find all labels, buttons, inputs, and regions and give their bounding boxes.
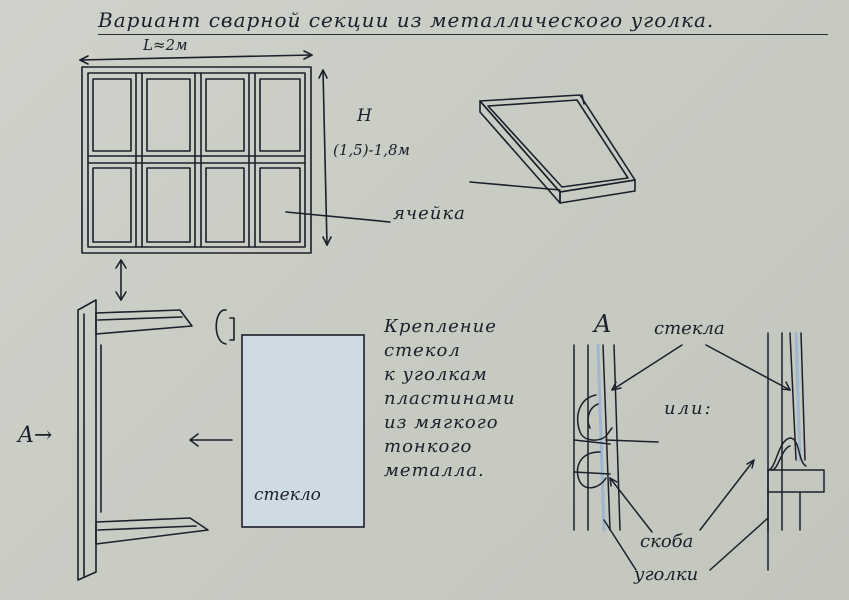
length-label: L≈2м bbox=[143, 36, 188, 54]
or-label: или: bbox=[664, 398, 713, 419]
glass-pane bbox=[241, 334, 365, 528]
glasses-label: стекла bbox=[654, 318, 725, 339]
glass-label: стекло bbox=[254, 485, 321, 505]
angles-leader-left bbox=[603, 519, 637, 571]
detail-a-clip-right bbox=[767, 331, 825, 571]
glass-leader-right bbox=[705, 344, 791, 391]
bracket-leader-right bbox=[699, 459, 755, 531]
height-dimension-line bbox=[318, 69, 332, 246]
height-value-label: (1,5)-1,8м bbox=[333, 141, 410, 159]
insert-arrow bbox=[189, 433, 233, 447]
tray-leader-line bbox=[469, 181, 561, 191]
angles-leader-right bbox=[709, 517, 769, 571]
cell-label: ячейка bbox=[393, 203, 466, 224]
mounting-note-line: тонкого bbox=[384, 436, 473, 457]
bracket-label: скоба bbox=[640, 531, 694, 552]
profile-shape-mark bbox=[215, 309, 227, 345]
height-label: H bbox=[357, 106, 372, 126]
mounting-note-line: Крепление bbox=[384, 316, 497, 337]
cell-tray-perspective bbox=[479, 94, 636, 204]
angles-label: уголки bbox=[634, 564, 699, 585]
drawing-title: Вариант сварной секции из металлического… bbox=[98, 8, 715, 32]
mounting-note-line: из мягкого bbox=[384, 412, 499, 433]
glass-leader-left bbox=[611, 344, 683, 391]
mounting-note-line: стекол bbox=[384, 340, 461, 361]
length-dimension-line bbox=[79, 50, 313, 65]
angle-profile-section bbox=[77, 299, 209, 581]
section-a-right-label: A bbox=[594, 310, 612, 338]
section-a-left-label: A→ bbox=[18, 423, 53, 448]
frame-front-view bbox=[81, 66, 312, 254]
cell-leader-line bbox=[285, 211, 391, 223]
mounting-note-line: пластинами bbox=[384, 388, 516, 409]
detail-a-bracket-left bbox=[573, 343, 659, 532]
vertical-double-arrow bbox=[115, 259, 127, 301]
mounting-note: Крепление стекол к уголкам пластинами из… bbox=[384, 318, 516, 486]
bracket-leader-left bbox=[609, 477, 653, 533]
mounting-note-line: к уголкам bbox=[384, 364, 488, 385]
title-underline bbox=[98, 34, 828, 35]
mounting-note-line: металла. bbox=[384, 460, 485, 481]
